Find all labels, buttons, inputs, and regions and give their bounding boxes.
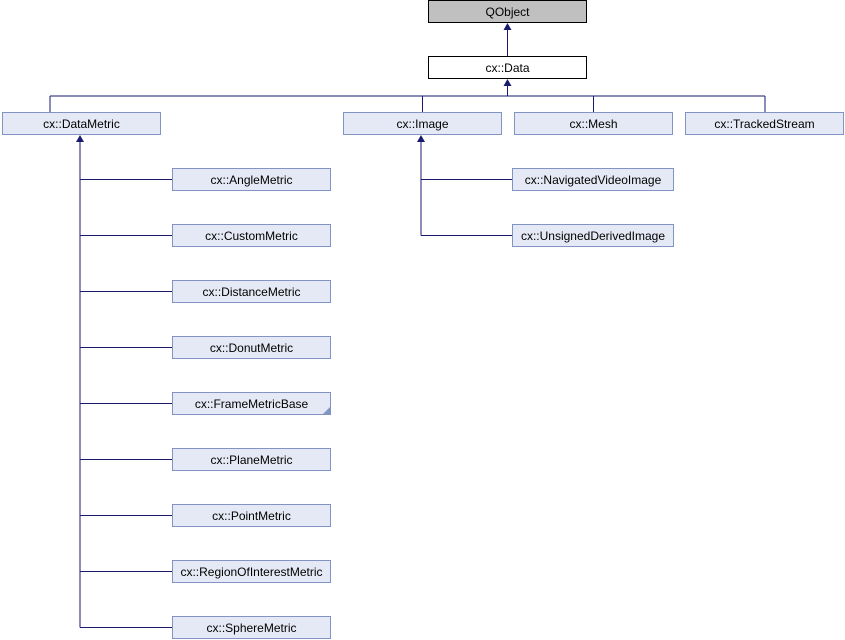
class-node-label: cx::Data — [485, 60, 530, 75]
class-node-label: cx::RegionOfInterestMetric — [180, 564, 323, 579]
class-node-mesh[interactable]: cx::Mesh — [514, 112, 673, 135]
class-node-label: cx::PlaneMetric — [210, 452, 293, 467]
class-node-label: cx::SphereMetric — [206, 620, 297, 635]
class-node-label: cx::Mesh — [569, 116, 618, 131]
class-node-label: cx::AngleMetric — [210, 172, 293, 187]
class-node-label: cx::PointMetric — [212, 508, 291, 523]
class-node-unsignedderived[interactable]: cx::UnsignedDerivedImage — [512, 224, 674, 247]
class-node-label: cx::NavigatedVideoImage — [524, 172, 662, 187]
arrow-children-to-data — [503, 79, 512, 86]
class-node-label: cx::UnsignedDerivedImage — [520, 228, 666, 243]
class-node-navigatedvideoimage[interactable]: cx::NavigatedVideoImage — [512, 168, 674, 191]
class-node-label: cx::DistanceMetric — [202, 284, 301, 299]
class-node-regionofinterest[interactable]: cx::RegionOfInterestMetric — [172, 560, 331, 583]
class-node-distancemetric[interactable]: cx::DistanceMetric — [172, 280, 331, 303]
class-node-custommetric[interactable]: cx::CustomMetric — [172, 224, 331, 247]
arrow-metrics-to-datametric — [76, 135, 84, 142]
class-node-data[interactable]: cx::Data — [428, 56, 587, 79]
class-node-datametric[interactable]: cx::DataMetric — [2, 112, 161, 135]
class-node-label: cx::DonutMetric — [209, 340, 294, 355]
arrow-data-to-qobject — [503, 23, 512, 30]
class-node-label: cx::DataMetric — [43, 116, 120, 131]
class-node-pointmetric[interactable]: cx::PointMetric — [172, 504, 331, 527]
class-node-label: cx::CustomMetric — [205, 228, 298, 243]
folded-corner-icon — [322, 399, 330, 414]
class-node-label: QObject — [485, 4, 530, 19]
arrow-images-to-image — [417, 135, 425, 142]
class-node-label: cx::FrameMetricBase — [194, 396, 309, 411]
class-node-trackedstream[interactable]: cx::TrackedStream — [685, 112, 844, 135]
class-node-anglemetric[interactable]: cx::AngleMetric — [172, 168, 331, 191]
class-node-donutmetric[interactable]: cx::DonutMetric — [172, 336, 331, 359]
class-node-label: cx::TrackedStream — [714, 116, 815, 131]
class-node-qobject[interactable]: QObject — [428, 0, 587, 23]
class-node-label: cx::Image — [396, 116, 449, 131]
class-node-framemetricbase[interactable]: cx::FrameMetricBase — [172, 392, 331, 415]
class-node-spheremetric[interactable]: cx::SphereMetric — [172, 616, 331, 639]
class-node-image[interactable]: cx::Image — [343, 112, 502, 135]
class-node-planemetric[interactable]: cx::PlaneMetric — [172, 448, 331, 471]
